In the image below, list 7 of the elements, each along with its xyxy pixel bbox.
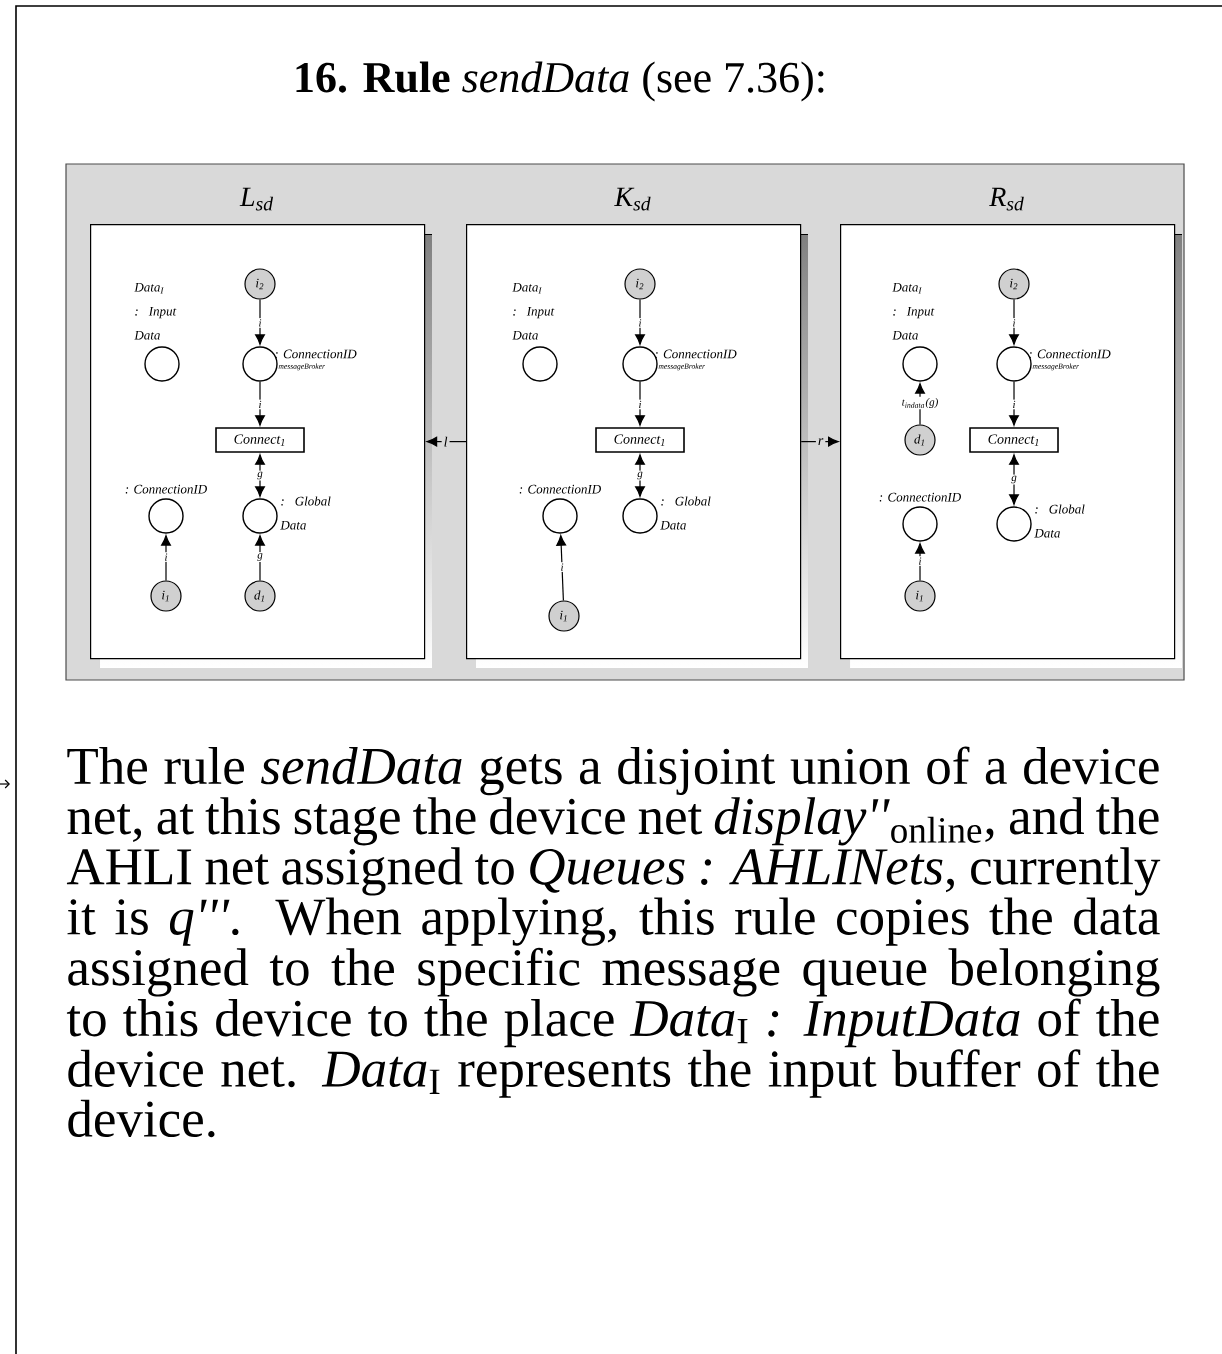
net-heading: L$_{sd}$ <box>239 187 274 211</box>
arrow <box>426 436 467 447</box>
arrow <box>800 436 839 447</box>
caption-text: The rule sendData gets a disjoint union of a device net, at this stage the device net display''$_{online}$, and the AHLI net assigned to Queues : AHLINets, currently it is q'''. When applying, this rule copies the data assigned to the specific message queue belonging to this device to the place Data$_{I}$ : InputData of the device net. Data$_{I}$ represents the input buffer of the device. <box>66 746 1161 1138</box>
net-heading: K$_{sd}$ <box>614 187 651 211</box>
title: 16. Rule sendData (see 7.36): <box>296 61 824 102</box>
net-heading: R$_{sd}$ <box>989 187 1024 211</box>
